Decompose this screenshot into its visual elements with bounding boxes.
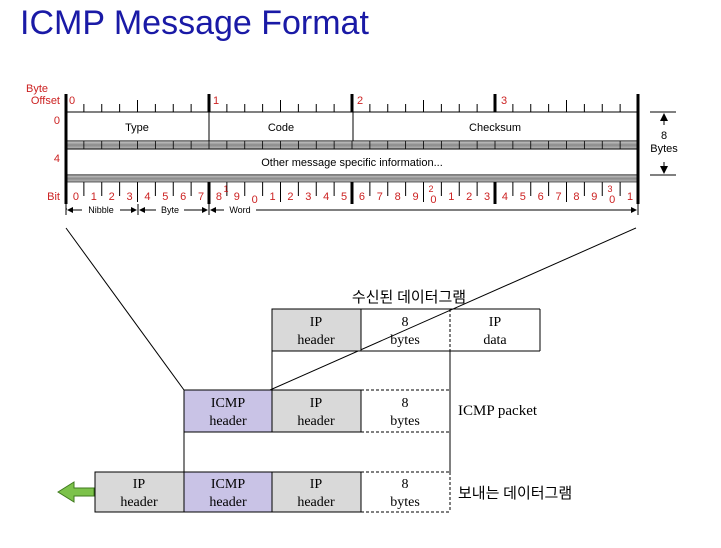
- byte-offset-label-1: Byte: [26, 83, 48, 95]
- field-checksum: Checksum: [469, 122, 521, 134]
- field-type: Type: [125, 122, 149, 134]
- sent-inner-ip-header: [271, 471, 362, 513]
- sent-ip-header-line2: header: [120, 495, 158, 510]
- pkt-icmp-header: [183, 389, 273, 433]
- icmp-packet-label: ICMP packet: [458, 403, 538, 419]
- bit-digit: 3: [484, 191, 490, 203]
- bit-digit: 0: [609, 194, 615, 206]
- bit-digit: 5: [162, 191, 168, 203]
- unit-word: Word: [229, 205, 250, 215]
- bit-tens-2: 2: [428, 184, 433, 194]
- recv-8-bytes-line2: bytes: [390, 333, 420, 348]
- sent-8-bytes-line2: bytes: [390, 495, 420, 510]
- pkt-8-bytes-line1: 8: [402, 396, 409, 411]
- received-datagram: IP header 8 bytes IP data: [271, 308, 541, 352]
- header-row-2: Other message specific information...: [65, 148, 639, 176]
- sent-icmp-header-line2: header: [209, 495, 247, 510]
- pkt-icmp-header-line1: ICMP: [211, 396, 245, 411]
- field-code: Code: [268, 122, 294, 134]
- recv-ip-header: [271, 308, 362, 352]
- top-ruler: [83, 94, 621, 112]
- sent-inner-ip-header-line2: header: [297, 495, 335, 510]
- bit-ruler: [83, 182, 621, 204]
- page-title: ICMP Message Format: [20, 4, 369, 42]
- byte-offset-label-2: Offset: [31, 95, 60, 107]
- sent-icmp-header: [183, 471, 273, 513]
- bit-digit: 3: [127, 191, 133, 203]
- bit-digit: 7: [556, 191, 562, 203]
- pkt-ip-header: [271, 389, 362, 433]
- bit-digit: 2: [466, 191, 472, 203]
- size-dimension: 8 Bytes: [650, 111, 678, 176]
- field-other: Other message specific information...: [261, 157, 443, 169]
- zoom-line-left: [65, 227, 185, 391]
- bit-tens-1: 1: [223, 184, 228, 194]
- header-row-1: Type Code Checksum: [65, 111, 639, 142]
- bit-tens: 1 2 3: [223, 184, 612, 194]
- byte-number-3: 3: [501, 95, 507, 107]
- bit-digit: 8: [395, 191, 401, 203]
- recv-8-bytes-line1: 8: [402, 315, 409, 330]
- bit-digit: 3: [305, 191, 311, 203]
- size-label-8: 8: [661, 130, 667, 142]
- pkt-8-bytes-line2: bytes: [390, 414, 420, 429]
- bit-digit: 5: [520, 191, 526, 203]
- bit-digit: 5: [341, 191, 347, 203]
- unit-nibble: Nibble: [88, 205, 114, 215]
- bit-tens-3: 3: [607, 184, 612, 194]
- bit-digit: 9: [234, 191, 240, 203]
- sent-icmp-header-line1: ICMP: [211, 477, 245, 492]
- bit-digit: 8: [573, 191, 579, 203]
- bottom-bar: [65, 174, 639, 183]
- sent-ip-header-line1: IP: [133, 477, 146, 492]
- bit-digit: 2: [287, 191, 293, 203]
- pkt-ip-header-line1: IP: [310, 396, 323, 411]
- pkt-ip-header-line2: header: [297, 414, 335, 429]
- bit-digit: 2: [109, 191, 115, 203]
- bit-digit: 7: [377, 191, 383, 203]
- sent-inner-ip-header-line1: IP: [310, 477, 323, 492]
- unit-byte: Byte: [161, 205, 179, 215]
- bit-digit: 9: [591, 191, 597, 203]
- bit-digit: 0: [73, 191, 79, 203]
- bit-digit: 6: [538, 191, 544, 203]
- bit-digit: 4: [502, 191, 508, 203]
- bit-label: Bit: [47, 191, 60, 203]
- bit-digit: 6: [359, 191, 365, 203]
- bit-digit: 9: [413, 191, 419, 203]
- recv-ip-header-line1: IP: [310, 315, 323, 330]
- row-offset-4: 4: [54, 153, 60, 165]
- row-offset-0: 0: [54, 115, 60, 127]
- recv-ip-data-line1: IP: [489, 315, 502, 330]
- bit-digit: 1: [91, 191, 97, 203]
- pkt-icmp-header-line2: header: [209, 414, 247, 429]
- bit-digit: 0: [252, 194, 258, 206]
- bit-digit: 6: [180, 191, 186, 203]
- byte-numbers: 0 1 2 3: [69, 95, 507, 107]
- sent-8-bytes-line1: 8: [402, 477, 409, 492]
- byte-number-2: 2: [357, 95, 363, 107]
- icmp-packet: ICMP header IP header 8 bytes ICMP packe…: [183, 389, 538, 433]
- bit-digit: 4: [323, 191, 329, 203]
- unit-dimensions: Nibble Byte Word: [65, 204, 639, 215]
- bit-digit: 1: [270, 191, 276, 203]
- bit-digit: 0: [430, 194, 436, 206]
- bit-digit: 1: [448, 191, 454, 203]
- recv-ip-data-line2: data: [483, 333, 507, 348]
- byte-number-1: 1: [213, 95, 219, 107]
- byte-number-0: 0: [69, 95, 75, 107]
- bit-digit: 7: [198, 191, 204, 203]
- send-arrow-icon: [57, 481, 95, 503]
- sent-datagram: IP header ICMP header IP header 8 bytes …: [57, 471, 572, 513]
- recv-ip-header-line2: header: [297, 333, 335, 348]
- received-caption: 수신된 데이터그램: [352, 289, 466, 306]
- size-label-bytes: Bytes: [650, 143, 678, 155]
- sent-caption: 보내는 데이터그램: [458, 485, 572, 502]
- bit-digit: 8: [216, 191, 222, 203]
- mid-ruler: [83, 141, 621, 149]
- bit-digit: 4: [144, 191, 150, 203]
- bit-digit: 1: [627, 191, 633, 203]
